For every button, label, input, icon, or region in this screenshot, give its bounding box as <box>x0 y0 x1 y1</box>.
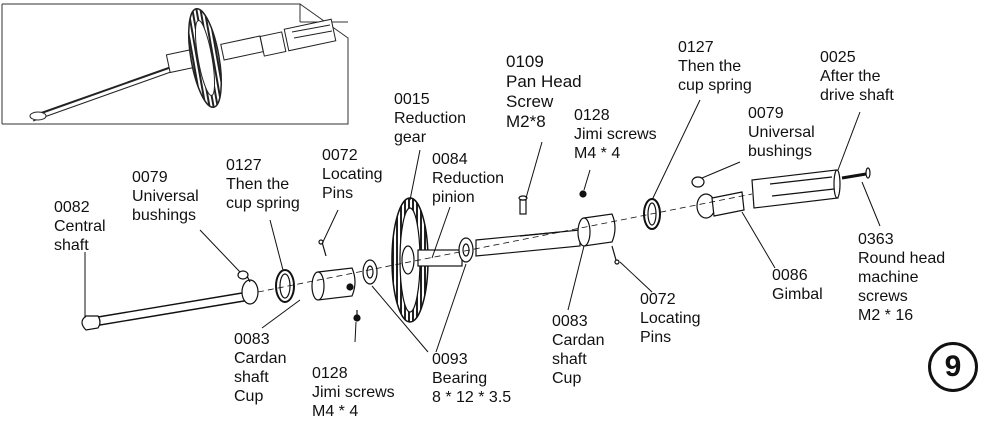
label-0363-round-head-screws: 0363 Round head machine screws M2 * 16 <box>858 230 945 325</box>
label-0025-drive-shaft: 0025 After the drive shaft <box>820 48 894 105</box>
label-0072-locating-pins-left: 0072 Locating Pins <box>322 146 383 203</box>
round-head-screw <box>841 167 871 180</box>
label-line: 0079 <box>132 169 168 186</box>
label-line: 0109 <box>506 52 544 71</box>
label-line: 0083 <box>552 313 588 330</box>
label-line: Locating <box>640 310 701 327</box>
cardan-cup-right <box>577 213 620 265</box>
label-line: Locating <box>322 166 383 183</box>
label-line: 0086 <box>772 267 808 284</box>
label-line: Then the <box>678 58 742 75</box>
axis-line <box>257 193 753 293</box>
reduction-pinion <box>475 195 581 257</box>
reduction-gear <box>391 197 463 323</box>
label-0127-cup-spring-right: 0127 Then the cup spring <box>678 38 752 95</box>
label-line: bushings <box>748 143 813 160</box>
label-0128-jimi-screws-upper: 0128 Jimi screws M4 * 4 <box>574 106 657 163</box>
label-line: Universal <box>748 124 815 141</box>
label-line: M2*8 <box>506 112 546 131</box>
label-line: 8 * 12 * 3.5 <box>432 389 512 406</box>
central-shaft <box>81 270 259 331</box>
label-line: drive shaft <box>820 87 894 104</box>
label-line: Gimbal <box>772 286 823 303</box>
label-0084-reduction-pinion: 0084 Reduction pinion <box>432 150 504 207</box>
label-line: 0093 <box>432 351 468 368</box>
label-line: 0079 <box>748 105 784 122</box>
label-0082-central-shaft: 0082 Central shaft <box>54 198 106 255</box>
label-0093-bearing: 0093 Bearing 8 * 12 * 3.5 <box>432 350 511 407</box>
gimbal <box>691 176 745 219</box>
label-line: Screw <box>506 92 554 111</box>
label-line: machine <box>858 269 919 286</box>
label-line: Universal <box>132 188 199 205</box>
bearing-left <box>362 259 378 285</box>
label-line: 0025 <box>820 49 856 66</box>
label-line: 0082 <box>54 199 90 216</box>
drive-shaft <box>751 169 841 209</box>
label-line: Jimi screws <box>574 126 657 143</box>
label-line: 0363 <box>858 231 894 248</box>
label-line: 0015 <box>394 91 430 108</box>
label-line: 0128 <box>312 365 348 382</box>
label-line: bushings <box>132 207 197 224</box>
label-line: Then the <box>226 176 290 193</box>
label-line: cup spring <box>226 195 300 212</box>
label-0083-cardan-cup-left: 0083 Cardan shaft Cup <box>234 330 286 406</box>
label-line: 0072 <box>322 147 358 164</box>
cup-spring-left <box>275 269 295 303</box>
exploded-parts <box>81 167 871 331</box>
label-0079-universal-bushings-left: 0079 Universal bushings <box>132 168 199 225</box>
label-line: 0128 <box>574 107 610 124</box>
step-number-badge: 9 <box>928 342 978 392</box>
label-line: M2 * 16 <box>858 307 914 324</box>
label-line: Cardan <box>234 350 287 367</box>
label-0079-universal-bushings-right: 0079 Universal bushings <box>748 104 815 161</box>
bearing-right <box>458 237 474 263</box>
label-line: Jimi screws <box>312 384 395 401</box>
label-line: Reduction <box>394 110 467 127</box>
label-line: M4 * 4 <box>312 403 359 420</box>
label-0128-jimi-screws-lower: 0128 Jimi screws M4 * 4 <box>312 364 395 421</box>
label-line: gear <box>394 129 427 146</box>
label-0072-locating-pins-right: 0072 Locating Pins <box>640 290 701 347</box>
label-line: Reduction <box>432 170 505 187</box>
leader-lines <box>84 99 881 353</box>
label-0109-pan-head-screw: 0109 Pan Head Screw M2*8 <box>506 52 582 132</box>
label-line: Bearing <box>432 370 488 387</box>
label-line: 0127 <box>678 39 714 56</box>
label-line: screws <box>858 288 908 305</box>
label-line: M4 * 4 <box>574 145 621 162</box>
inset-thumbnail <box>1 3 349 125</box>
label-line: Cardan <box>552 332 605 349</box>
label-line: cup spring <box>678 77 752 94</box>
label-line: pinion <box>432 189 475 206</box>
label-line: Cup <box>234 388 264 405</box>
label-line: shaft <box>54 237 89 254</box>
label-line: 0083 <box>234 331 270 348</box>
jimi-screw-upper <box>579 190 587 198</box>
label-line: 0072 <box>640 291 676 308</box>
label-0015-reduction-gear: 0015 Reduction gear <box>394 90 466 147</box>
cardan-cup-left <box>311 239 361 322</box>
label-line: Cup <box>552 370 582 387</box>
label-line: Pins <box>322 185 354 202</box>
label-line: Pan Head <box>506 72 582 91</box>
label-line: shaft <box>552 351 587 368</box>
label-0127-cup-spring-left: 0127 Then the cup spring <box>226 156 300 213</box>
label-line: Round head <box>858 250 946 267</box>
label-line: 0127 <box>226 157 262 174</box>
label-line: Central <box>54 218 106 235</box>
label-line: shaft <box>234 369 269 386</box>
label-line: After the <box>820 68 881 85</box>
label-line: Pins <box>640 329 672 346</box>
label-0086-gimbal: 0086 Gimbal <box>772 266 823 304</box>
label-line: 0084 <box>432 151 468 168</box>
label-0083-cardan-cup-right: 0083 Cardan shaft Cup <box>552 312 604 388</box>
